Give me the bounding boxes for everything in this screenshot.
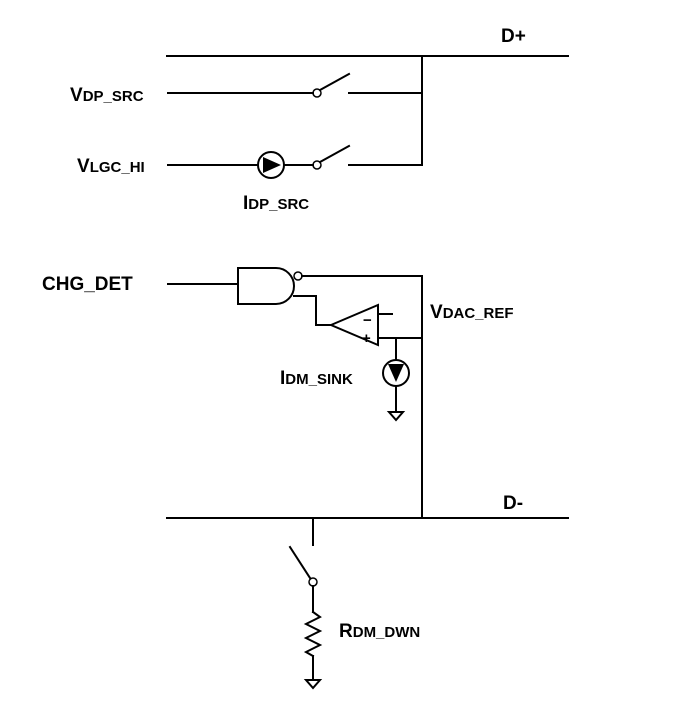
idm-sink-current-source bbox=[382, 359, 410, 387]
vlgc-hi-label: VLGC_HI bbox=[77, 156, 145, 177]
dplus-bus bbox=[166, 55, 569, 166]
vlgc-hi-switch bbox=[312, 144, 351, 170]
ground-icon bbox=[303, 679, 323, 690]
resistor-icon bbox=[303, 610, 323, 658]
comparator: − + bbox=[328, 303, 379, 347]
comparator-output-wire bbox=[293, 295, 332, 326]
chg-det-label: CHG_DET bbox=[42, 274, 133, 295]
dminus-label: D- bbox=[503, 493, 523, 514]
rdm-dwn-label: RDM_DWN bbox=[339, 621, 420, 642]
rdm-dwn-switch bbox=[288, 545, 318, 587]
ground-icon bbox=[386, 411, 406, 422]
vdp-src-switch bbox=[312, 72, 351, 98]
vdac-ref-label: VDAC_REF bbox=[430, 302, 514, 323]
idp-src-current-source bbox=[257, 151, 285, 179]
comparator-plus: + bbox=[362, 330, 371, 347]
idp-src-label: IDP_SRC bbox=[243, 193, 309, 214]
vdp-src-label: VDP_SRC bbox=[70, 85, 144, 106]
idm-sink-label: IDM_SINK bbox=[280, 368, 353, 389]
dplus-label: D+ bbox=[501, 26, 526, 47]
dminus-bus bbox=[166, 275, 569, 519]
comparator-minus: − bbox=[363, 312, 372, 329]
and-gate bbox=[237, 267, 303, 305]
